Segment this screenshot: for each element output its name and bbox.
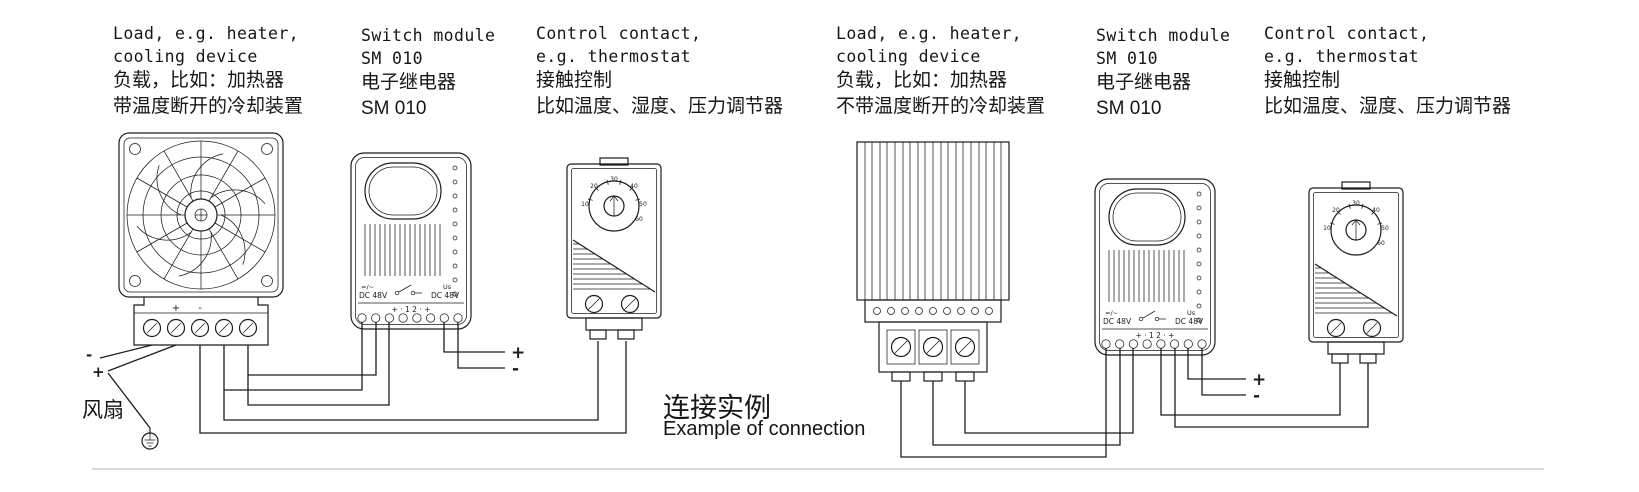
label-line-en: cooling device [836, 47, 981, 66]
label-line-zh: 接触控制 [1264, 70, 1341, 91]
label-line-en: Control contact, [1264, 24, 1430, 43]
switch-module-device-right [1094, 178, 1216, 356]
thermostat-device-right [1308, 181, 1404, 364]
label-left-switch-module: Switch module SM 010 电子继电器 SM 010 [361, 24, 495, 122]
caption-title-en: Example of connection [663, 418, 866, 440]
label-left-load: Load, e.g. heater, cooling device 负载，比如：… [113, 22, 303, 120]
label-right-switch-module: Switch module SM 010 电子继电器 SM 010 [1096, 24, 1230, 122]
fan-load-device [118, 132, 284, 346]
label-line-zh: 电子继电器 [1096, 72, 1192, 93]
wires-left [99, 322, 627, 434]
label-line-zh: 比如温度、湿度、压力调节器 [536, 96, 784, 117]
fan-wire-minus-label: - [86, 346, 92, 364]
label-line-en: SM 010 [1096, 49, 1159, 68]
label-line-en: Switch module [361, 26, 496, 45]
caption-title-zh: 连接实例 [663, 393, 771, 423]
label-line-en: Load, e.g. heater, [836, 24, 1023, 43]
switch-module-device-left [350, 152, 472, 330]
label-line-en: e.g. thermostat [1264, 47, 1420, 66]
label-right-control-contact: Control contact, e.g. thermostat 接触控制 比如… [1264, 22, 1511, 120]
label-right-load: Load, e.g. heater, cooling device 负载，比如：… [836, 22, 1045, 120]
label-line-en: cooling device [113, 47, 258, 66]
label-line-zh: 负载，比如：加热器 [836, 70, 1008, 91]
supply-minus-left: - [512, 359, 519, 379]
label-line-en: SM 010 [361, 49, 424, 68]
label-line-en: Load, e.g. heater, [113, 24, 300, 43]
label-line-zh: 带温度断开的冷却装置 [113, 96, 304, 117]
wires-right [900, 348, 1369, 458]
label-line-zh: 不带温度断开的冷却装置 [836, 96, 1046, 117]
thermostat-device-left [566, 157, 662, 340]
supply-minus-right: - [1253, 386, 1260, 406]
label-left-control-contact: Control contact, e.g. thermostat 接触控制 比如… [536, 22, 783, 120]
label-line-en: Control contact, [536, 24, 702, 43]
label-line-zh: 接触控制 [536, 70, 613, 91]
label-line-zh: 负载，比如：加热器 [113, 70, 285, 91]
bottom-rule-divider [92, 468, 1544, 470]
earth-ground-symbol [141, 428, 159, 450]
label-line-en: Switch module [1096, 26, 1231, 45]
supply-plus-right: + [1252, 370, 1266, 390]
label-line-zh: SM 010 [1096, 98, 1162, 119]
label-line-zh: 比如温度、湿度、压力调节器 [1264, 96, 1512, 117]
label-line-en: e.g. thermostat [536, 47, 692, 66]
label-line-zh: 电子继电器 [361, 72, 457, 93]
fan-wire-plus-label: + [92, 363, 105, 381]
label-line-zh: SM 010 [361, 98, 427, 119]
fan-label: 风扇 [82, 399, 124, 422]
supply-plus-left: + [511, 343, 525, 363]
heater-load-device [856, 141, 1010, 382]
